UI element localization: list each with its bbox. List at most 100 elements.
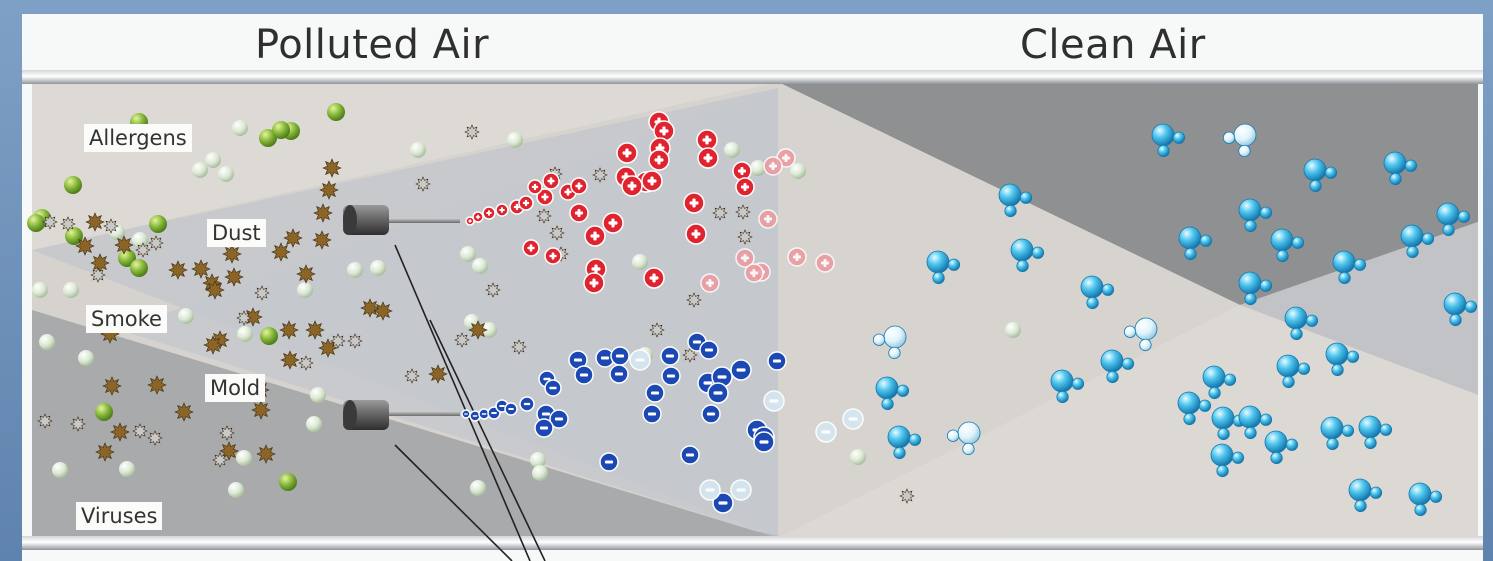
positive-ion	[735, 248, 755, 268]
allergens-label: Allergens	[84, 124, 192, 152]
virus-particle	[237, 326, 253, 342]
positive-ion	[495, 203, 509, 217]
negative-ion	[753, 431, 775, 453]
virus-particle	[470, 480, 486, 496]
negative-ion	[478, 408, 490, 420]
negative-ion	[680, 445, 700, 465]
positive-ion	[542, 172, 560, 190]
dust-particle	[313, 203, 333, 223]
clean-air-molecule	[1238, 271, 1273, 306]
positive-ion	[518, 195, 534, 211]
positive-ion	[602, 212, 624, 234]
dust-particle	[312, 230, 332, 250]
virus-particle	[297, 282, 313, 298]
positive-ion	[643, 267, 665, 289]
dust-particle	[70, 416, 86, 432]
virus-particle	[410, 142, 426, 158]
allergen-particle	[259, 129, 277, 147]
allergen-particle	[272, 121, 290, 139]
positive-ion	[815, 253, 835, 273]
clean-air-molecule	[1010, 238, 1045, 273]
negative-ion	[609, 364, 629, 384]
clean-air-molecule	[1238, 405, 1273, 440]
dust-particle	[102, 376, 122, 396]
virus-particle	[39, 334, 55, 350]
dust-particle	[330, 333, 346, 349]
clean-air-molecule	[1050, 369, 1085, 404]
virus-particle	[78, 350, 94, 366]
clean-air-molecule	[1222, 123, 1257, 158]
negative-ion	[660, 346, 680, 366]
positive-ion	[616, 142, 638, 164]
polluted-air-title: Polluted Air	[255, 22, 490, 68]
virus-particle	[192, 162, 208, 178]
dust-particle	[37, 413, 53, 429]
dust-particle	[90, 267, 106, 283]
virus-particle	[132, 232, 148, 248]
positive-ion	[570, 177, 588, 195]
negative-ion	[699, 340, 719, 360]
negative-ion	[599, 452, 619, 472]
positive-ion	[569, 203, 589, 223]
negative-ion	[730, 359, 752, 381]
allergen-particle	[279, 473, 297, 491]
clean-air-molecule	[1177, 391, 1212, 426]
positive-ion	[641, 170, 663, 192]
virus-particle	[236, 450, 252, 466]
positive-ion	[735, 177, 755, 197]
clean-air-molecule	[998, 183, 1033, 218]
clean-air-molecule	[1284, 306, 1319, 341]
virus-particle	[32, 282, 48, 298]
negative-ion	[763, 390, 785, 412]
positive-ion	[536, 188, 554, 206]
virus-particle	[850, 449, 866, 465]
positive-ion	[472, 211, 484, 223]
virus-particle	[472, 258, 488, 274]
clean-air-molecule	[875, 376, 910, 411]
negative-ion	[699, 479, 721, 501]
dust-particle	[592, 167, 608, 183]
dust-particle	[147, 375, 167, 395]
virus-particle	[228, 482, 244, 498]
dust-particle	[360, 298, 380, 318]
dust-particle	[415, 176, 431, 192]
clean-air-molecule	[1100, 349, 1135, 384]
dust-particle	[322, 158, 342, 178]
dust-particle	[103, 218, 119, 234]
clean-air-molecule	[1264, 430, 1299, 465]
clean-air-molecule	[1210, 443, 1245, 478]
dust-particle	[682, 347, 698, 363]
emitter-lines	[394, 244, 546, 561]
positive-ion	[527, 179, 543, 195]
virus-particle	[52, 462, 68, 478]
virus-particle	[790, 163, 806, 179]
dust-particle	[280, 350, 300, 370]
positive-ion	[787, 247, 807, 267]
virus-particle	[306, 416, 322, 432]
dust-particle	[42, 214, 58, 230]
negative-ion	[504, 402, 518, 416]
positive-ion	[696, 129, 718, 151]
viruses-label: Viruses	[76, 502, 163, 530]
negative-ion	[544, 379, 562, 397]
negative-ion	[842, 408, 864, 430]
negative-ion	[549, 409, 569, 429]
allergen-particle	[118, 249, 136, 267]
virus-particle	[481, 322, 497, 338]
dust-particle	[283, 228, 303, 248]
negative-ion	[661, 366, 681, 386]
negative-ion	[712, 492, 734, 514]
dust-particle	[279, 320, 299, 340]
positive-emitter	[343, 205, 460, 235]
dust-particle	[132, 423, 148, 439]
negative-ion	[461, 409, 471, 419]
virus-particle	[632, 254, 648, 270]
dust-particle	[298, 355, 314, 371]
virus-particle	[347, 262, 363, 278]
dust-particle	[735, 204, 751, 220]
clean-air-molecule	[946, 421, 981, 456]
dust-particle	[135, 242, 151, 258]
clean-air-molecule	[1383, 151, 1418, 186]
dust-particle	[899, 488, 915, 504]
